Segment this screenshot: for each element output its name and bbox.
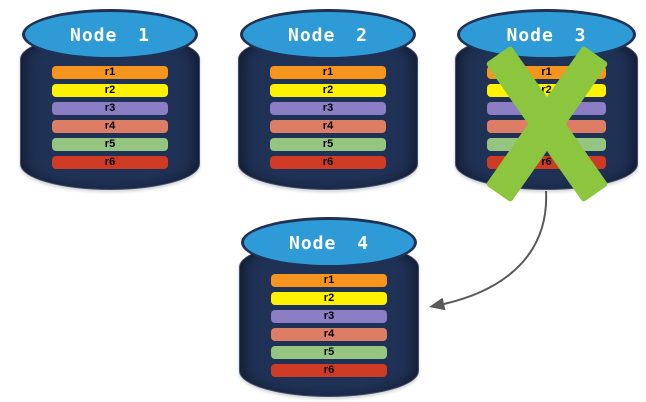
cylinder-top: Node 3 bbox=[457, 9, 636, 60]
row-list: r1 r2 r3 r4 r5 r6 bbox=[271, 274, 387, 382]
row-r3: r3 bbox=[52, 102, 168, 115]
node-3-cylinder: Node 3 r1 r2 r3 r4 r5 r6 bbox=[455, 8, 638, 203]
cylinder-top: Node 2 bbox=[240, 9, 416, 60]
node-title: Node 2 bbox=[287, 25, 369, 46]
row-r4: r4 bbox=[270, 120, 386, 133]
row-r2: r2 bbox=[52, 84, 168, 97]
row-r6: r6 bbox=[271, 364, 387, 377]
row-r1: r1 bbox=[271, 274, 387, 287]
row-r1: r1 bbox=[52, 66, 168, 79]
failover-arrow-line bbox=[443, 190, 548, 305]
row-r6: r6 bbox=[487, 156, 606, 169]
node-1-cylinder: Node 1 r1 r2 r3 r4 r5 r6 bbox=[20, 8, 200, 190]
row-r5: r5 bbox=[52, 138, 168, 151]
row-list: r1 r2 r3 r4 r5 r6 bbox=[487, 66, 606, 174]
row-r1: r1 bbox=[270, 66, 386, 79]
row-r3: r3 bbox=[270, 102, 386, 115]
row-list: r1 r2 r3 r4 r5 r6 bbox=[270, 66, 386, 174]
node-2-cylinder: Node 2 r1 r2 r3 r4 r5 r6 bbox=[238, 8, 418, 190]
node-4-cylinder: Node 4 r1 r2 r3 r4 r5 r6 bbox=[239, 216, 419, 397]
row-list: r1 r2 r3 r4 r5 r6 bbox=[52, 66, 168, 174]
row-r5: r5 bbox=[271, 346, 387, 359]
row-r6: r6 bbox=[52, 156, 168, 169]
row-r3: r3 bbox=[487, 102, 606, 115]
row-r2: r2 bbox=[487, 84, 606, 97]
row-r5: r5 bbox=[487, 138, 606, 151]
row-r2: r2 bbox=[270, 84, 386, 97]
row-r4: r4 bbox=[271, 328, 387, 341]
row-r6: r6 bbox=[270, 156, 386, 169]
failover-arrow-head bbox=[429, 297, 446, 311]
row-r4: r4 bbox=[487, 120, 606, 133]
row-r3: r3 bbox=[271, 310, 387, 323]
row-r1: r1 bbox=[487, 66, 606, 79]
row-r5: r5 bbox=[270, 138, 386, 151]
row-r2: r2 bbox=[271, 292, 387, 305]
cylinder-top: Node 4 bbox=[241, 217, 417, 268]
node-title: Node 1 bbox=[69, 25, 151, 46]
cylinder-top: Node 1 bbox=[22, 9, 198, 60]
node-title: Node 3 bbox=[506, 25, 587, 46]
node-title: Node 4 bbox=[288, 233, 370, 254]
row-r4: r4 bbox=[52, 120, 168, 133]
